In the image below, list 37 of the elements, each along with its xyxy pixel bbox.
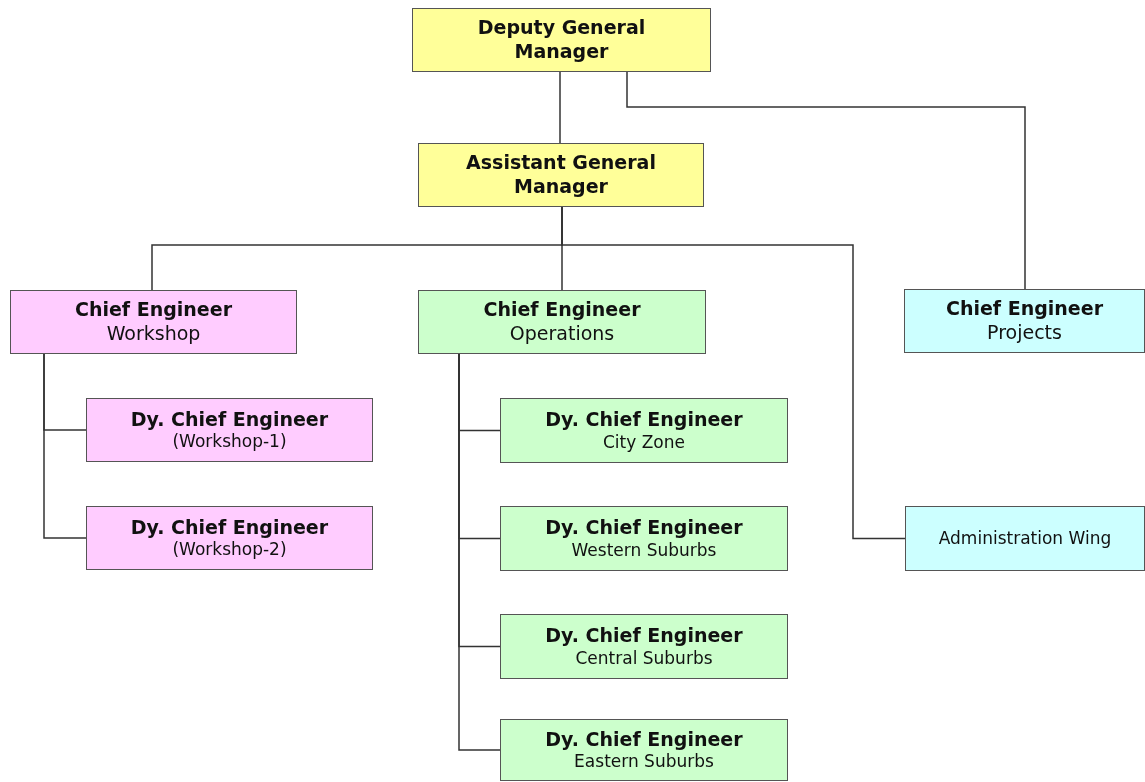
- role-title: Dy. Chief Engineer: [130, 515, 329, 540]
- role-subtitle: Workshop: [106, 322, 201, 346]
- org-box: [10, 290, 297, 354]
- role-title: Dy. Chief Engineer: [545, 408, 743, 432]
- role-subtitle: (Workshop-2): [172, 539, 287, 561]
- org-box: [418, 143, 704, 207]
- org-box: [500, 719, 788, 781]
- role-title: Dy. Chief Engineer: [545, 516, 743, 540]
- org-box: [904, 289, 1145, 353]
- connector-line: [43, 353, 87, 539]
- role-title: Chief Engineer: [483, 298, 641, 322]
- role-title: Deputy General Manager: [476, 16, 647, 64]
- connector-line: [626, 71, 1026, 290]
- org-box: [905, 506, 1145, 571]
- role-title: Chief Engineer: [74, 298, 232, 322]
- role-title: Assistant General Manager: [465, 151, 657, 199]
- org-box: [418, 290, 706, 354]
- role-title: Dy. Chief Engineer: [130, 407, 329, 432]
- org-box: [412, 8, 711, 72]
- role-title: Chief Engineer: [945, 297, 1103, 321]
- connector-line: [559, 71, 561, 144]
- role-subtitle: Operations: [509, 322, 615, 346]
- org-box: [86, 398, 373, 462]
- org-box: [500, 506, 788, 571]
- role-subtitle: (Workshop-1): [172, 431, 287, 453]
- org-box: [500, 398, 788, 463]
- role-subtitle: Eastern Suburbs: [574, 751, 714, 773]
- connector-line: [561, 206, 906, 540]
- role-title: Dy. Chief Engineer: [545, 624, 743, 648]
- org-box: [500, 614, 788, 679]
- org-box: [86, 506, 373, 570]
- role-title: Administration Wing: [938, 527, 1112, 550]
- role-subtitle: City Zone: [603, 431, 685, 453]
- role-subtitle: Projects: [987, 321, 1062, 345]
- role-subtitle: Western Suburbs: [571, 539, 717, 561]
- role-title: Dy. Chief Engineer: [545, 727, 743, 752]
- role-subtitle: Central Suburbs: [575, 647, 713, 669]
